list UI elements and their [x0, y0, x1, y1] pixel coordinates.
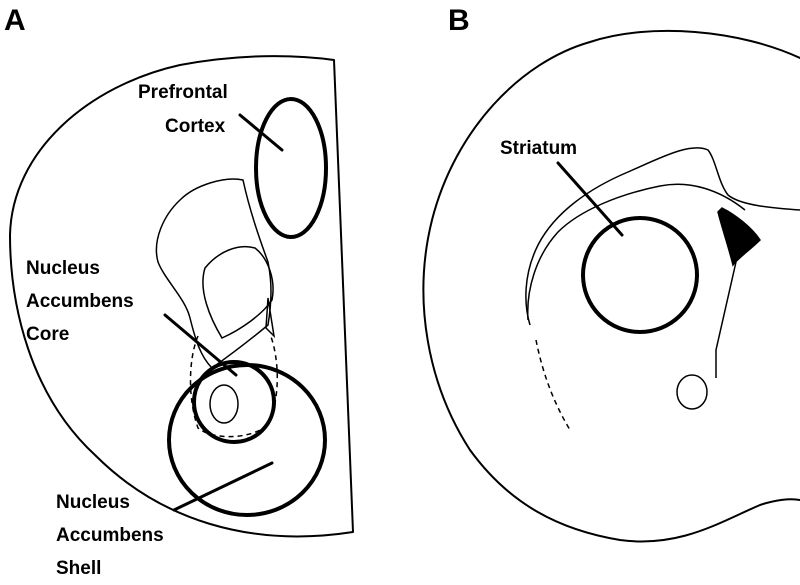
- label-striatum: Striatum: [500, 138, 577, 159]
- pointer-nucleus-accumbens-core: [163, 313, 238, 377]
- panel-b: B Striatum: [422, 4, 800, 543]
- panel-b-letter: B: [448, 4, 470, 37]
- label-nucleus-accumbens-shell: Nucleus Accumbens Shell: [56, 492, 169, 579]
- roi-prefrontal-cortex: [254, 97, 328, 239]
- pointer-striatum: [556, 161, 624, 237]
- panel-a-accumbens-boundary: [189, 333, 278, 438]
- panel-a-commissure-mark: [265, 297, 276, 339]
- panel-b-white-matter-outer: [525, 147, 800, 326]
- panel-b-brain-outline: [422, 29, 800, 543]
- panel-a-inner-structure: [155, 178, 272, 369]
- panel-a-inner-ventricle: [202, 246, 274, 339]
- panel-a-letter: A: [4, 4, 26, 37]
- panel-a: A Prefrontal Cortex Nucleus Accumbens Co…: [4, 4, 354, 579]
- panel-b-external-capsule: [535, 339, 571, 431]
- roi-striatum: [581, 216, 699, 334]
- panel-b-ventricle-tail: [715, 261, 737, 378]
- panel-a-brain-outline: [9, 55, 354, 538]
- panel-b-anterior-commissure: [676, 374, 708, 410]
- panel-b-white-matter-inner: [527, 183, 746, 321]
- roi-nucleus-accumbens-shell: [167, 363, 327, 517]
- panel-a-anterior-commissure: [209, 384, 239, 424]
- label-nucleus-accumbens-core: Nucleus Accumbens Core: [26, 258, 139, 345]
- label-prefrontal-cortex: Prefrontal Cortex: [138, 82, 233, 137]
- pointer-prefrontal-cortex: [238, 113, 284, 152]
- panel-b-lateral-ventricle: [717, 207, 761, 267]
- roi-nucleus-accumbens-core: [192, 360, 276, 444]
- pointer-nucleus-accumbens-shell: [172, 461, 274, 512]
